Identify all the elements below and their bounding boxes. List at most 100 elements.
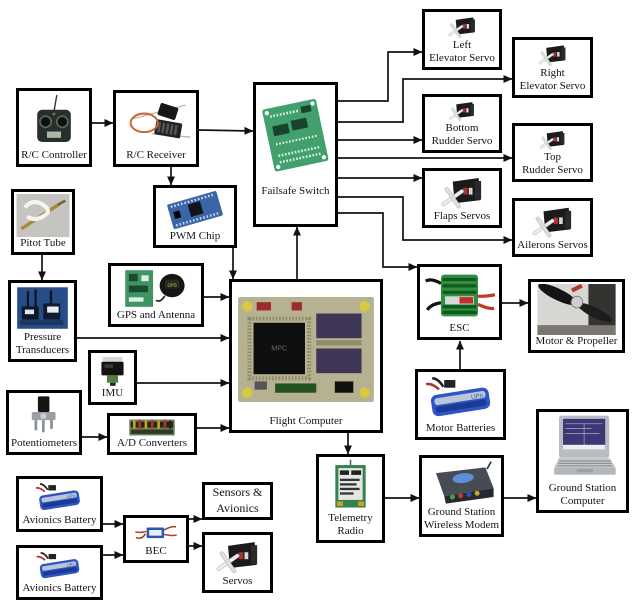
label-line: Servos [222,575,253,588]
label-line: R/C Receiver [126,149,186,162]
bec-icon [135,525,177,539]
gs-computer-image [539,412,626,482]
svg-text:LiPo: LiPo [471,393,484,401]
right-elevator-servo-image [515,40,590,67]
ailerons-servos-label: Ailerons Servos [515,239,590,254]
avionics-battery-2-label: Avionics Battery [19,582,100,597]
gps-antenna-label: GPS and Antenna [111,309,201,324]
ad-converters-icon [129,419,175,436]
avionics-battery-2-image: LiPo [19,548,100,582]
label-line: Sensors & [212,484,263,499]
node-flaps-servos: Flaps Servos [422,168,502,228]
node-gps-antenna: GPS GPS and Antenna [108,263,204,327]
label-line: Computer [560,495,605,508]
rc-controller-label: R/C Controller [19,149,89,164]
label-line: Wireless Modem [423,519,499,532]
imu-label: IMU [91,387,134,402]
node-failsafe-switch: Failsafe Switch [253,82,338,227]
edge-failsafe-switch-to-right-elevator-servo [338,75,513,123]
failsafe-pcb-icon [262,98,329,172]
label-line: Left [452,39,472,52]
pwm-chip-icon [167,191,223,230]
flaps-servos-image [425,171,499,210]
gps-antenna-icon: GPS [125,270,185,307]
pressure-transducers-icon [17,287,68,329]
imu-image [91,353,134,387]
servo-icon [539,131,565,150]
top-rudder-servo-image [515,126,590,151]
node-esc: ESC [417,264,502,340]
label-line: R/C Controller [21,149,87,162]
edge-rc-receiver-to-failsafe-switch [198,126,254,135]
label-line: Flaps Servos [433,210,491,223]
servo-icon [449,102,474,121]
servos-label: Servos [205,575,270,590]
label-line: Motor & Propeller [535,335,618,348]
telemetry-radio-image [319,457,382,512]
gs-modem-image [422,458,501,506]
servo-icon [448,17,475,38]
potentiometer-icon [31,396,56,433]
node-motor-propeller: Motor & Propeller [528,279,625,353]
esc-label: ESC [420,322,499,337]
svg-text:MPC: MPC [271,344,287,353]
avionics-battery-1-label: Avionics Battery [19,514,100,529]
label-line: Ailerons Servos [517,239,588,252]
servo-icon [216,542,258,574]
left-elevator-servo-image [425,12,499,39]
node-rc-receiver: R/C Receiver [113,90,199,167]
svg-text:LiPo: LiPo [66,493,76,499]
ad-converters-label: A/D Converters [110,437,194,452]
node-ad-converters: A/D Converters [107,413,197,455]
label-line: Pressure [23,331,62,344]
rc-controller-image [19,91,89,149]
edge-failsafe-switch-to-esc [338,212,418,271]
imu-icon [101,356,124,386]
node-bec: BEC [123,515,189,563]
rc-receiver-label: R/C Receiver [116,149,196,164]
battery-icon: LiPo [425,377,491,417]
potentiometers-label: Potentiometers [9,437,79,452]
node-imu: IMU [88,350,137,405]
node-rc-controller: R/C Controller [16,88,92,167]
rc-controller-icon [37,94,71,143]
node-ailerons-servos: Ailerons Servos [512,198,593,257]
label-line: PWM Chip [169,230,221,243]
label-line: Top [544,151,561,164]
label-line: Transducers [15,344,70,357]
label-line: Pitot Tube [20,237,66,250]
node-pitot-tube: Pitot Tube [11,189,75,255]
battery-icon: LiPo [36,552,80,579]
esc-image [420,267,499,322]
label-line: BEC [145,545,167,558]
avionics-battery-1-image: LiPo [19,479,100,514]
bec-image [126,518,186,545]
label-line: ESC [449,322,470,335]
flight-computer-icon: MPC [238,297,374,402]
node-flight-computer: MPC Flight Computer [229,279,383,433]
node-pwm-chip: PWM Chip [153,185,237,248]
label-line: Flight Computer [269,415,343,428]
motor-batteries-label: Motor Batteries [418,422,503,437]
label-line: A/D Converters [117,437,187,450]
pitot-tube-label: Pitot Tube [14,237,72,252]
svg-text:LiPo: LiPo [66,561,75,567]
gps-antenna-image: GPS [111,266,201,309]
node-potentiometers: Potentiometers [6,390,82,455]
label-line: Elevator Servo [429,52,495,65]
bottom-rudder-servo-image [425,97,499,122]
motor-propeller-label: Motor & Propeller [531,335,622,350]
label-line: IMU [101,387,124,400]
battery-icon: LiPo [35,483,80,510]
laptop-icon [554,415,616,475]
